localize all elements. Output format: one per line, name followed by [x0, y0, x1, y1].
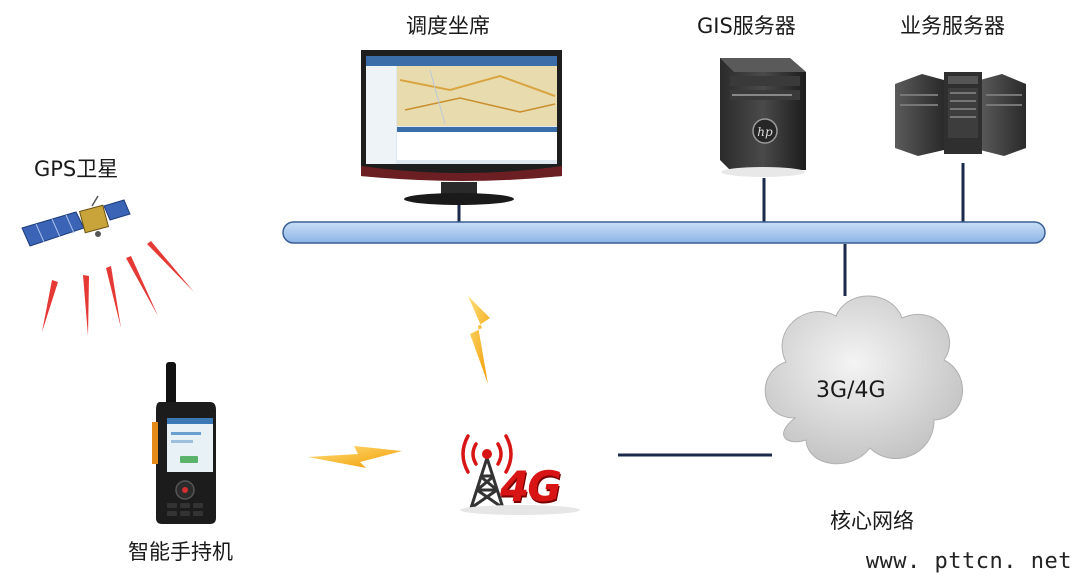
connector-lines [457, 163, 965, 457]
lightning-bolt-left [308, 446, 402, 468]
core-network-label: 核心网络 [830, 509, 914, 533]
lightning-bolts [308, 296, 490, 468]
lightning-bolt-top [468, 296, 490, 384]
gis-server-label: GIS服务器 [697, 14, 796, 38]
satellite-icon [21, 195, 131, 247]
watermark: www. pttcn. net [865, 549, 1072, 574]
rack-server-icon [895, 72, 1026, 156]
gps-satellite-label: GPS卫星 [34, 157, 119, 181]
svg-text:hp: hp [757, 125, 773, 139]
smart-handset-label: 智能手持机 [128, 540, 233, 564]
network-cloud-label: 3G/4G [816, 378, 886, 403]
network-cloud [764, 295, 964, 465]
radio-tower-icon [460, 434, 580, 515]
base-station-4g-badge: 4G [500, 462, 562, 511]
business-server-label: 业务服务器 [900, 14, 1005, 38]
monitor-icon [361, 50, 562, 205]
tower-server-icon: hp [720, 58, 806, 177]
handheld-radio-icon [152, 362, 216, 524]
network-bus [282, 221, 1046, 244]
dispatch-seat-label: 调度坐席 [406, 14, 490, 38]
gps-signal-rays [42, 241, 194, 336]
